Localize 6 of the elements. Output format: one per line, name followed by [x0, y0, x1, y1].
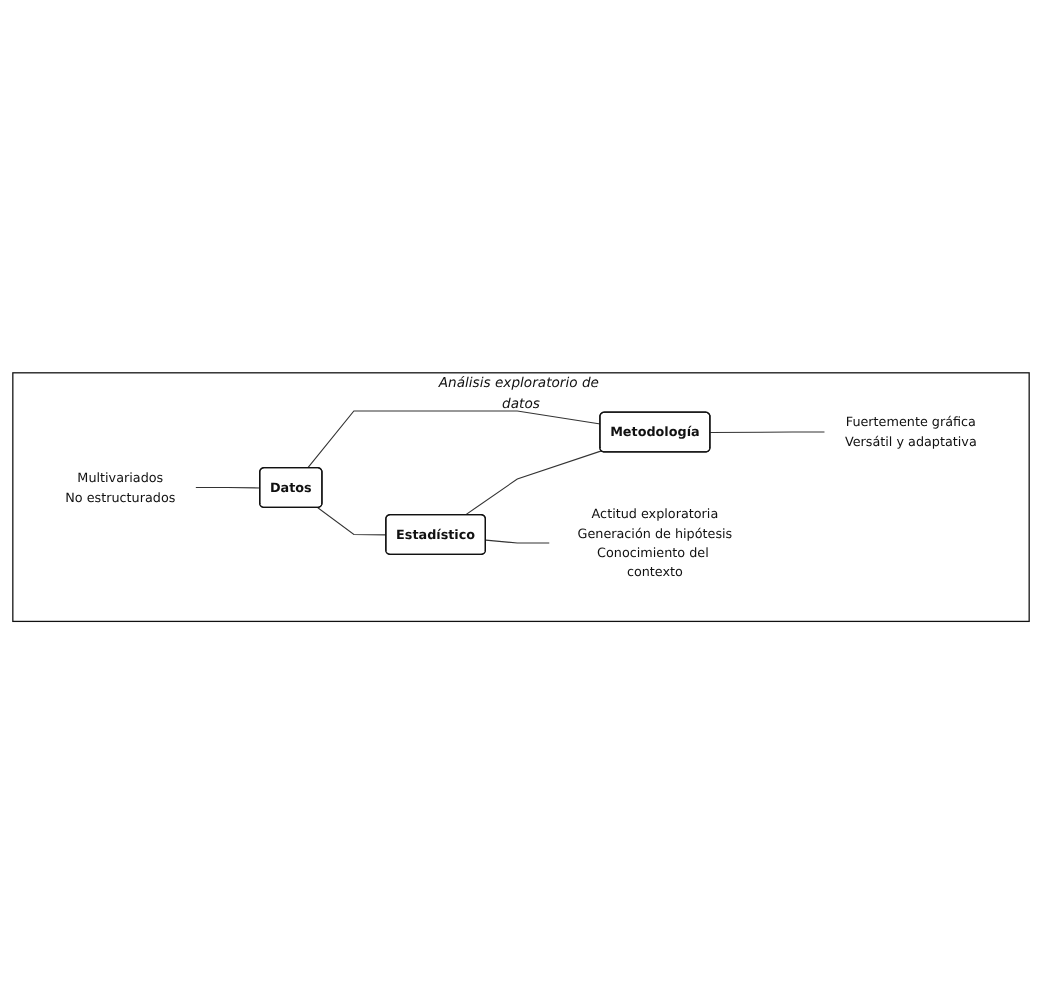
- connector: [317, 508, 387, 537]
- connector: [307, 411, 601, 470]
- connector: [709, 432, 825, 434]
- connector: [485, 540, 550, 545]
- connector: [464, 451, 602, 517]
- connector: [195, 487, 261, 490]
